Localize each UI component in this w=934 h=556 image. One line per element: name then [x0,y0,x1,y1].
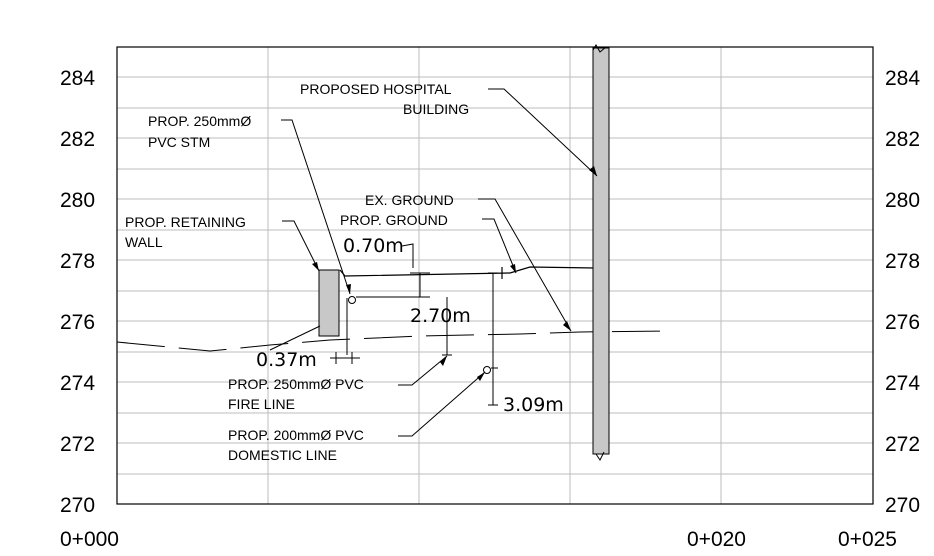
elevation-label: 276 [885,311,920,334]
elevation-label: 270 [885,494,920,517]
elevation-label: 270 [60,494,95,517]
hospital-building-wall [592,47,610,455]
elevation-label: 284 [60,67,95,90]
elevation-label: 274 [885,372,920,395]
dimension-depth-domestic: 3.09m [503,394,564,416]
callout-stm-line2: PVC STM [148,134,210,150]
callout-prop-ground: PROP. GROUND [340,212,448,228]
elevation-label: 280 [60,189,95,212]
chainage-label: 0+020 [687,528,746,551]
callout-domestic-line2: DOMESTIC LINE [228,447,337,463]
callout-fire-line1: PROP. 250mmØ PVC [228,376,364,392]
elevation-label: 278 [885,250,920,273]
elevation-label: 282 [885,128,920,151]
dimension-depth-fire: 2.70m [410,305,471,327]
dimension-top: 0.70m [343,235,404,257]
dimension-lines [330,243,498,406]
elevation-label: 280 [885,189,920,212]
callout-wall-line1: PROP. RETAINING [125,214,246,230]
elevation-label: 282 [60,128,95,151]
domestic-pipe-circle [483,366,491,374]
dimension-offset: 0.37m [256,349,317,371]
existing-ground-line [116,330,673,352]
elevation-label: 272 [60,433,95,456]
elevation-label: 274 [60,372,95,395]
leader-lines [269,88,598,437]
callout-hospital-line1: PROPOSED HOSPITAL [300,81,452,97]
callout-ex-ground: EX. GROUND [365,192,454,208]
left-elevation-labels: 284 282 280 278 276 274 272 270 [60,67,95,517]
plot-frame [116,46,874,505]
chainage-label: 0+025 [838,528,897,551]
elevation-label: 278 [60,250,95,273]
callout-wall-line2: WALL [125,234,163,250]
elevation-label: 284 [885,67,920,90]
leader-arrowheads [312,166,597,381]
elevation-label: 276 [60,311,95,334]
callout-hospital-line2: BUILDING [403,101,469,117]
callout-stm-line1: PROP. 250mmØ [148,113,251,129]
elevation-label: 272 [885,433,920,456]
callout-fire-line2: FIRE LINE [228,396,295,412]
building-break-bottom [595,451,605,461]
storm-pipe-circle [348,296,356,304]
right-elevation-labels: 284 282 280 278 276 274 272 270 [885,67,920,517]
proposed-ground-line [339,266,596,277]
chainage-labels: 0+000 0+020 0+025 [60,528,897,551]
callout-domestic-line1: PROP. 200mmØ PVC [228,427,364,443]
building-break-top [592,44,607,53]
retaining-wall [318,269,340,337]
chainage-label: 0+000 [60,528,119,551]
grid [117,47,873,504]
